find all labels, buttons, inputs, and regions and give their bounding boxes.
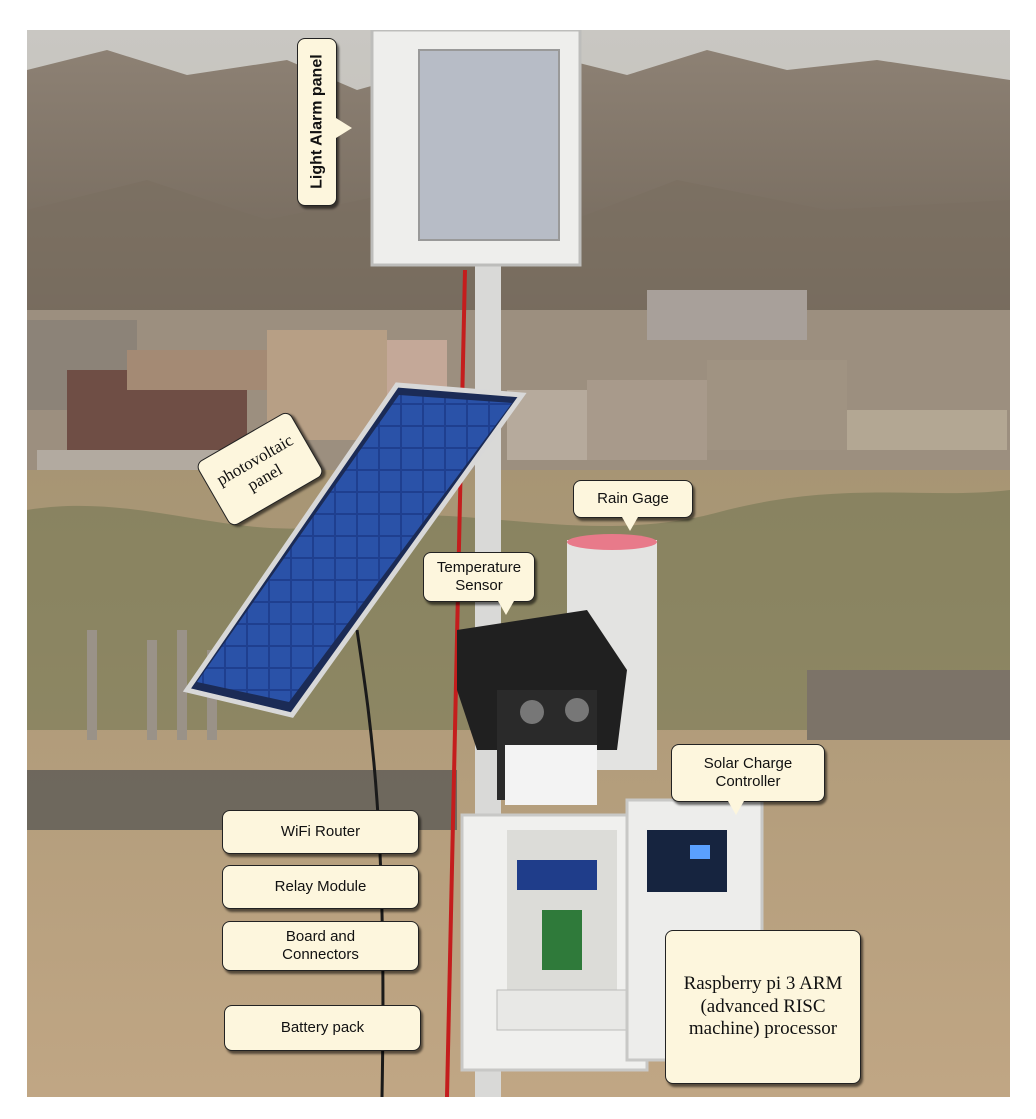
temperature-sensor-device <box>457 610 627 805</box>
photovoltaic-panel-device <box>182 382 527 718</box>
relay-module-text: Relay Module <box>274 878 367 895</box>
rain-gage-pointer <box>622 517 638 531</box>
rain-gage-text: Rain Gage <box>597 490 669 507</box>
temperature-sensor-text: Temperature Sensor <box>436 559 522 594</box>
board-and-connectors-label: Board and Connectors <box>222 921 419 971</box>
boundary-wall <box>807 670 1010 740</box>
light-alarm-panel-label: Light Alarm panel <box>297 38 337 206</box>
light-alarm-panel-pointer <box>336 118 352 138</box>
solar-charge-controller-text: Solar Charge Controller <box>703 755 793 790</box>
solar-charge-controller-pointer <box>728 801 744 815</box>
solar-charge-controller-label: Solar Charge Controller <box>671 744 825 802</box>
black-cable <box>355 629 385 1097</box>
battery-pack-text: Battery pack <box>280 1019 365 1036</box>
temperature-sensor-label: Temperature Sensor <box>423 552 535 602</box>
raspberry-pi-label: Raspberry pi 3 ARM (advanced RISC machin… <box>665 930 861 1084</box>
photo-scene <box>27 30 1010 1097</box>
wifi-router-text: WiFi Router <box>280 823 361 840</box>
weather-station-photo <box>27 30 1010 1097</box>
temperature-sensor-pointer <box>498 601 514 615</box>
rain-gage-label: Rain Gage <box>573 480 693 518</box>
town-buildings <box>27 290 1010 500</box>
light-alarm-panel-text: Light Alarm panel <box>308 54 326 190</box>
light-alarm-panel-device <box>370 30 582 267</box>
battery-pack-label: Battery pack <box>224 1005 421 1051</box>
relay-module-label: Relay Module <box>222 865 419 909</box>
wifi-router-label: WiFi Router <box>222 810 419 854</box>
raspberry-pi-text: Raspberry pi 3 ARM (advanced RISC machin… <box>683 972 843 1040</box>
board-and-connectors-text: Board and Connectors <box>282 928 359 963</box>
